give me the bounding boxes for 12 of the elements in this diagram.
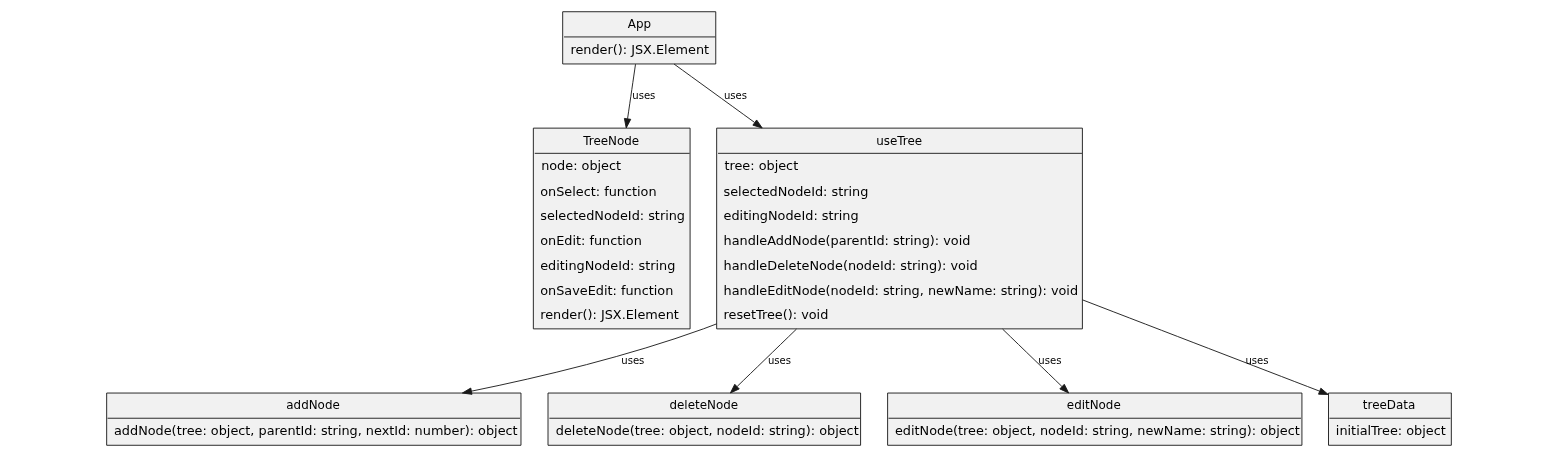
edge-label: uses [1245,354,1269,366]
arrow [729,328,797,394]
edge-label: uses [723,89,748,101]
arrow [461,323,718,395]
arrow [623,63,636,129]
edge-label: uses [632,89,656,101]
edge-label: uses [621,354,645,366]
arrow [1002,328,1070,394]
edge-label: uses [1038,354,1062,366]
arrow [1082,299,1329,395]
arrow [673,63,763,129]
edge-label: uses [767,354,792,366]
